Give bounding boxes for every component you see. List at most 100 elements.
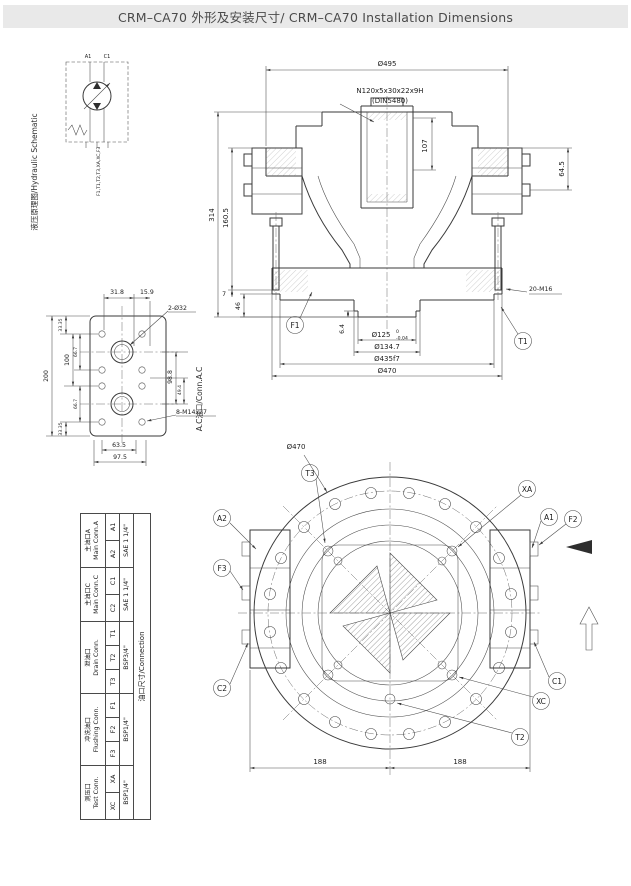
dim-66-7-bottom: 66.7 [73,399,79,409]
group-main-a-cn: 主油口A [85,529,93,552]
balloon-f2 [564,510,582,528]
dim-dia-470: Ø470 [378,367,397,375]
dim-160-5: 160.5 [222,208,230,228]
spline-spec-line2: (DIN5480) [372,97,408,105]
dim-314: 314 [208,208,216,222]
port-cell-f3: F3 [105,741,120,766]
balloon-t2 [511,728,529,746]
front-bolt-circle [267,490,513,736]
dim-dia-495: Ø495 [378,60,397,68]
size-flushing: BSP1/4" [119,693,134,766]
balloon-xa [518,480,536,498]
size-drain: BSP3/4" [119,621,134,694]
flow-arrow-down [93,103,101,110]
schematic-bottom-ports: F1,T1,T2,T3,XA,XC,F3 [96,147,102,196]
port-cell-f2: F2 [105,717,120,742]
front-outer-circle [253,476,527,750]
dim-100: 100 [64,354,71,366]
section-view [243,96,531,332]
flow-arrow-up [93,82,101,89]
balloon-c1-label: C1 [552,677,562,686]
group-test-cn: 测压口 [85,783,93,802]
port-cell-a1: A1 [105,513,120,541]
port-c-bore [110,392,134,416]
balloon-t2-label: T2 [514,733,525,742]
dim-dia-435: Ø435f7 [374,355,400,363]
balloon-t3 [301,464,319,482]
balloon-f3-label: F3 [217,564,226,573]
left-port-block [249,529,291,669]
port-cell-a2: A2 [105,540,120,568]
schematic-boundary [65,61,129,143]
variable-arrow [83,82,111,110]
group-main-c-en: Main Conn.C [93,574,100,614]
group-drain-cn: 泄油口 [85,648,93,667]
balloon-t3-label: T3 [304,469,315,478]
balloon-t1-label: T1 [517,337,528,346]
dim-107: 107 [421,139,429,152]
cover-screws [333,556,447,670]
rotation-arrow-filled [566,540,592,554]
balloon-a1 [540,508,558,526]
port-face-plate [89,315,167,437]
drawing-title: CRM–CA70 外形及安装尺寸/ CRM–CA70 Installation … [117,10,514,25]
dim-97-5: 97.5 [113,454,127,461]
port-cell-xc: XC [105,792,120,820]
balloon-xc [532,692,550,710]
dim-66-7-top: 66.7 [73,347,79,357]
dim-33-35-bottom: 33.35 [58,422,64,435]
front-bolt-holes [264,487,517,740]
port-cell-t1: T1 [105,621,120,646]
balloon-xa-label: XA [522,485,533,494]
hydraulic-schematic-label: 液压原理图/Hydraulic Schematic [29,113,39,230]
dim-63-5: 63.5 [112,442,126,449]
group-drain-en: Drain Conn. [93,639,100,676]
label-8-m14: 8-M14x27 [176,409,207,416]
front-view [238,462,599,775]
size-main-a: SAE 1 1/4" [119,513,134,568]
balloon-xc-label: XC [536,697,546,706]
dim-dia-125: Ø125 [372,331,391,339]
balloon-f1-label: F1 [290,321,299,330]
dim-188-left: 188 [313,758,326,766]
section-dimensions: Ø495 N120x5x30x22x9H (DIN5480) 107 64.5 … [208,60,572,380]
port-cell-t2: T2 [105,645,120,670]
group-flushing-en: Flushing Conn. [93,706,100,753]
schematic-port-c1: C1 [104,54,111,60]
label-2-d32: 2-Ø32 [168,304,187,312]
balloon-c2-label: C2 [217,684,227,693]
schematic-port-a1: A1 [85,54,92,60]
hydraulic-schematic: A1 C1 F1,T1,T2,T3,XA,XC,F3 液压原理图/Hydraul… [29,54,129,231]
front-view-labels: Ø470 T3 XA A1 F2 A2 F3 C2 XC C1 T2 [213,443,582,772]
dim-33-35-top: 33.35 [58,318,64,331]
dim-15-9: 15.9 [140,289,154,296]
port-cell-c1: C1 [105,567,120,595]
port-cell-t3: T3 [105,669,120,694]
balloon-f3 [213,559,231,577]
label-20-m16: 20-M16 [529,286,552,293]
port-cell-xa: XA [105,765,120,793]
group-main-c-cn: 主油口C [85,582,93,606]
manufacturer-logo [329,552,451,674]
flushing-valve-symbol [67,124,88,136]
right-port-block [489,529,531,669]
dim-49-4: 49.4 [177,385,183,395]
port-face-label: A.C油口/Conn.A.C [194,367,204,431]
dim-64-5: 64.5 [558,161,566,177]
front-dia-470: Ø470 [287,443,306,451]
dim-188-right: 188 [453,758,466,766]
dim-31-8: 31.8 [110,289,124,296]
dim-dia-125-tol-upper: 0 [396,329,399,335]
balloon-a1-label: A1 [544,513,554,522]
size-test: BSP1/4" [119,765,134,820]
port-cell-c2: C2 [105,594,120,622]
group-test-en: Test Conn. [93,776,100,809]
dim-98-8: 98.8 [167,370,174,384]
balloon-c1 [548,672,566,690]
